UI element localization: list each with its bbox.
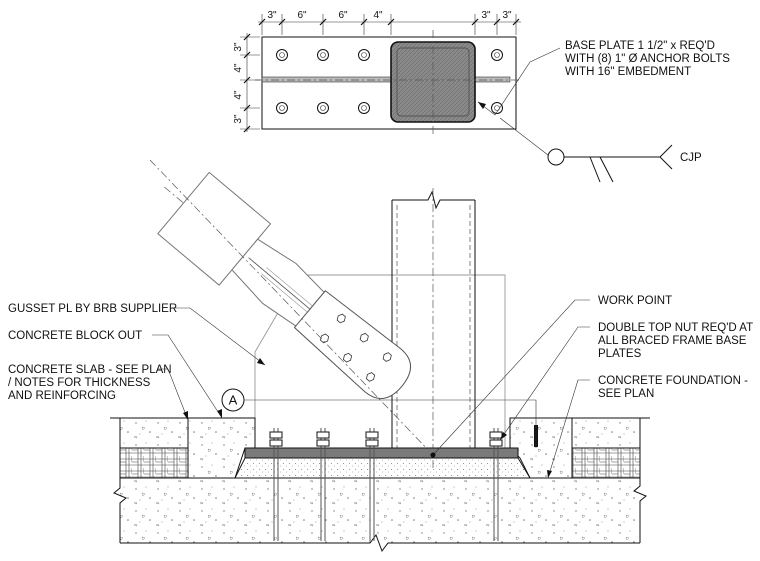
dim-top-1: 3"	[267, 10, 277, 21]
brace-work-line	[149, 159, 434, 456]
base-plate-note-line-3: WITH 16" EMBEDMENT	[565, 66, 691, 78]
base-plate-callout: BASE PLATE 1 1/2" x REQ'D WITH (8) 1" Ø …	[477, 40, 730, 116]
base-plate-note-line-1: BASE PLATE 1 1/2" x REQ'D	[565, 40, 715, 52]
anchor-bolts-elevation	[269, 428, 503, 541]
grout-bed	[234, 457, 531, 479]
base-plate-elevation	[244, 447, 519, 459]
slab-note-line-2: / NOTES FOR THICKNESS	[8, 377, 151, 389]
base-plate-plan: 3" 6" 6" 4" 3" 3" 3" 4" 4" 3"	[233, 10, 521, 135]
top-nut-note-line-1: DOUBLE TOP NUT REQ'D AT	[598, 322, 753, 334]
dim-top-4: 4"	[373, 10, 383, 21]
base-plate-outline	[261, 36, 517, 130]
foundation-callout: CONCRETE FOUNDATION - SEE PLAN	[547, 375, 748, 479]
slab-note-line-1: CONCRETE SLAB - SEE PLAN	[8, 364, 172, 376]
work-point-icon	[430, 452, 436, 458]
anchor-bolts-plan	[276, 49, 503, 114]
dim-left-2: 4"	[233, 63, 244, 73]
concrete-block-out	[187, 417, 573, 479]
slab-callout: CONCRETE SLAB - SEE PLAN / NOTES FOR THI…	[8, 364, 189, 421]
dim-left-1: 3"	[233, 42, 244, 52]
dim-left-3: 4"	[233, 90, 244, 100]
dim-left-4: 3"	[233, 114, 244, 124]
work-point-note: WORK POINT	[598, 295, 672, 307]
foundation-note-line-2: SEE PLAN	[598, 388, 654, 400]
section-tag: A	[221, 388, 537, 448]
dim-top-5: 3"	[481, 10, 491, 21]
weld-all-around-icon	[547, 148, 565, 166]
dim-top-6: 3"	[502, 10, 512, 21]
blockout-note: CONCRETE BLOCK OUT	[8, 330, 142, 342]
work-point-callout: WORK POINT	[430, 295, 672, 458]
weld-cjp-label: CJP	[680, 152, 702, 164]
dim-top-2: 6"	[297, 10, 307, 21]
column-break-line	[392, 190, 475, 210]
blockout-callout: CONCRETE BLOCK OUT	[8, 330, 223, 419]
top-nut-note-line-3: PLATES	[598, 348, 642, 360]
steel-column	[391, 188, 476, 470]
cjp-weld-symbol: CJP	[499, 117, 702, 183]
brb-brace	[157, 171, 412, 399]
concrete-slab-left	[110, 417, 190, 479]
concrete-slab-right	[565, 417, 650, 479]
gusset-note: GUSSET PL BY BRB SUPPLIER	[8, 303, 177, 315]
slab-note-line-3: AND REINFORCING	[8, 390, 116, 402]
gusset-stem	[261, 76, 511, 83]
foundation-note-line-1: CONCRETE FOUNDATION -	[598, 375, 748, 387]
gusset-callout: GUSSET PL BY BRB SUPPLIER	[8, 303, 266, 366]
base-plate-note-line-2: WITH (8) 1" Ø ANCHOR BOLTS	[565, 53, 730, 65]
top-nut-note-line-2: ALL BRACED FRAME BASE	[598, 335, 747, 347]
dim-top-3: 6"	[338, 10, 348, 21]
top-nut-callout: DOUBLE TOP NUT REQ'D AT ALL BRACED FRAME…	[499, 322, 753, 441]
section-tag-label: A	[229, 393, 238, 408]
top-dimension-string: 3" 6" 6" 4" 3" 3"	[258, 10, 521, 35]
concrete-foundation	[113, 477, 647, 553]
left-dimension-string: 3" 4" 4" 3"	[233, 33, 260, 133]
